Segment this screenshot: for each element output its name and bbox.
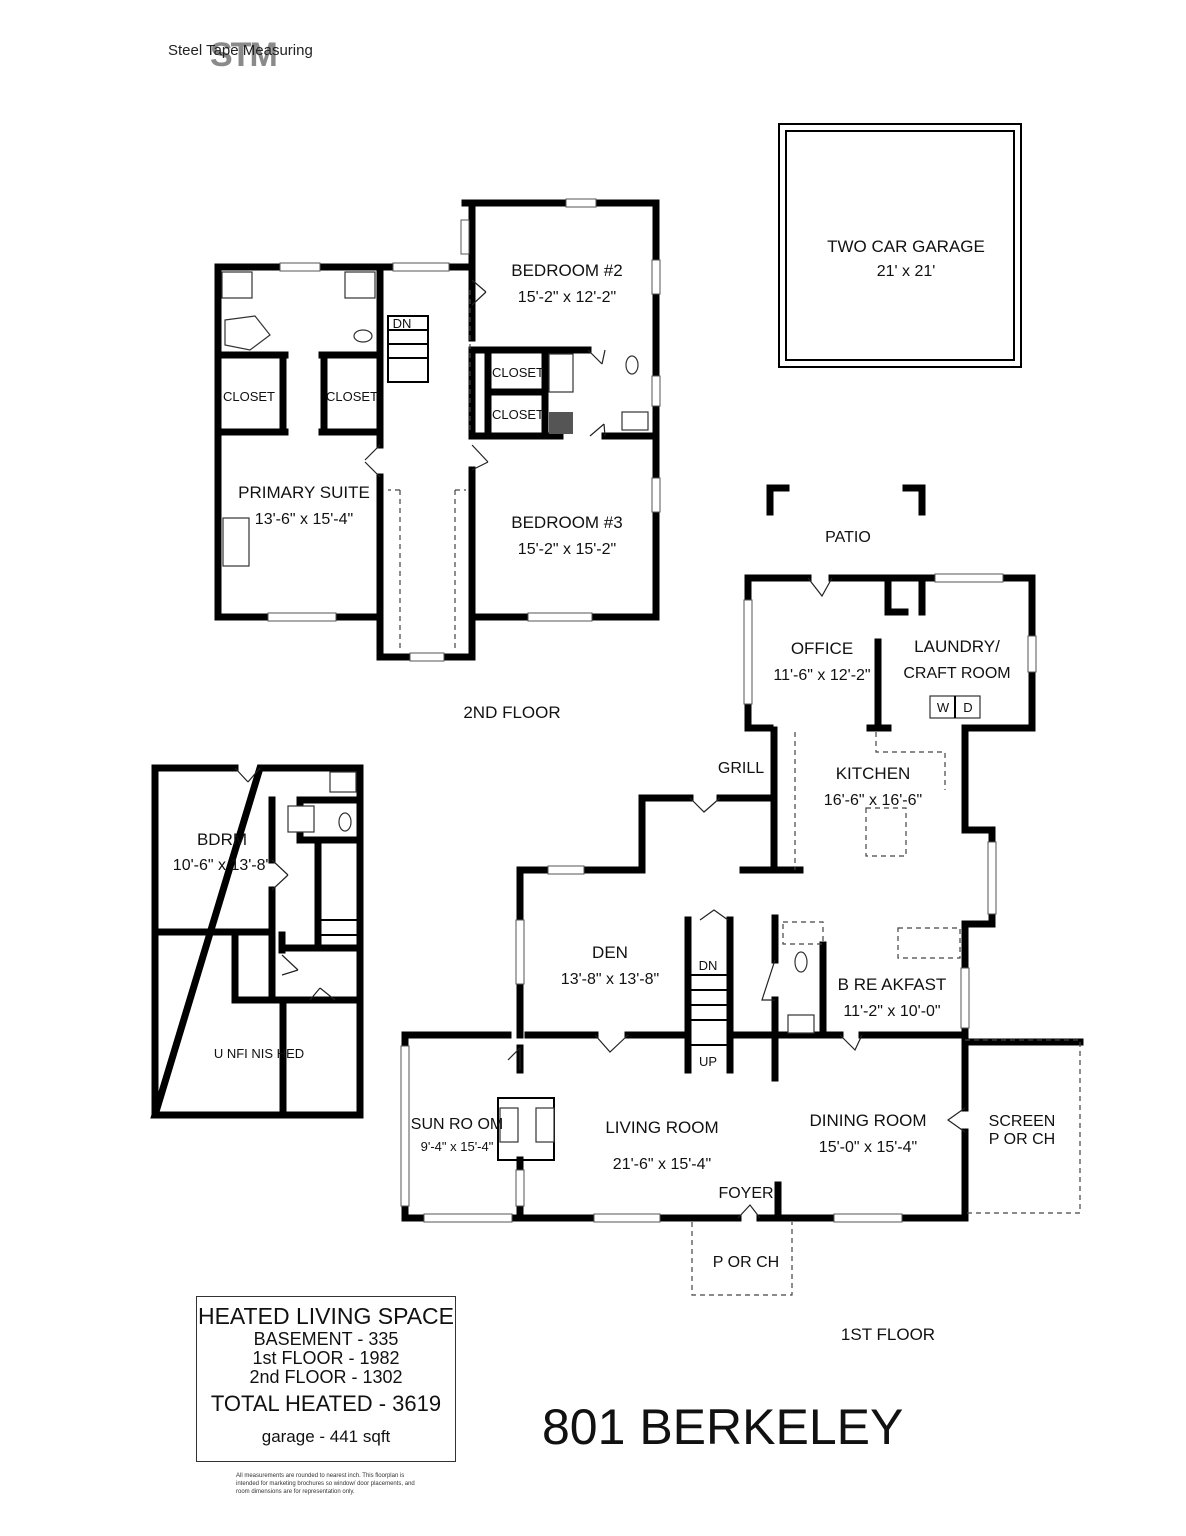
property-address: 801 BERKELEY bbox=[542, 1399, 904, 1455]
second-floor-windows bbox=[267, 198, 661, 662]
disclaimer-text: All measurements are rounded to nearest … bbox=[236, 1473, 415, 1495]
bedroom2-dim: 15'-2" x 12'-2" bbox=[518, 289, 616, 306]
den-label: DEN bbox=[592, 943, 628, 962]
living-room-label: LIVING ROOM bbox=[605, 1118, 718, 1137]
laundry-label: LAUNDRY/ bbox=[914, 637, 1000, 656]
bedroom2-label: BEDROOM #2 bbox=[511, 261, 622, 280]
patio-label: PATIO bbox=[825, 529, 871, 546]
basement-bdrm-label: BDRM bbox=[197, 830, 247, 849]
first-floor-dashed bbox=[691, 732, 1081, 1296]
sunroom-dim: 9'-4" x 15'-4" bbox=[421, 1139, 494, 1154]
screen-porch-label-line2: P OR CH bbox=[989, 1131, 1055, 1148]
garage-dim: 21' x 21' bbox=[877, 263, 936, 280]
closet-label: CLOSET bbox=[492, 407, 544, 422]
stair-down-label: DN bbox=[393, 316, 412, 331]
legend-total: TOTAL HEATED - 3619 bbox=[210, 1391, 442, 1416]
garage-label: TWO CAR GARAGE bbox=[827, 237, 985, 256]
second-floor-fixtures bbox=[221, 271, 649, 567]
bedroom3-dim: 15'-2" x 15'-2" bbox=[518, 541, 616, 558]
primary-suite-dim: 13'-6" x 15'-4" bbox=[255, 511, 353, 528]
basement-bdrm-dim: 10'-6" x 13'-8" bbox=[173, 857, 271, 874]
logo-mark: STM bbox=[210, 36, 278, 74]
legend-basement: BASEMENT - 335 bbox=[253, 1329, 399, 1349]
dryer-label: D bbox=[963, 700, 972, 715]
legend-garage: garage - 441 sqft bbox=[261, 1427, 391, 1446]
closet-label: CLOSET bbox=[223, 389, 275, 404]
living-room-dim: 21'-6" x 15'-4" bbox=[613, 1156, 711, 1173]
first-floor-windows bbox=[400, 573, 1037, 1223]
garage-outline bbox=[778, 123, 1022, 368]
unfinished-label: U NFI NIS HED bbox=[214, 1046, 304, 1061]
sunroom-label: SUN RO OM bbox=[411, 1116, 503, 1133]
foyer-label: FOYER bbox=[718, 1185, 773, 1202]
den-dim: 13'-8" x 13'-8" bbox=[561, 971, 659, 988]
kitchen-dim: 16'-6" x 16'-6" bbox=[824, 792, 922, 809]
heated-space-legend: HEATED LIVING SPACE BASEMENT - 335 1st F… bbox=[196, 1296, 456, 1462]
kitchen-label: KITCHEN bbox=[836, 764, 911, 783]
basement-fixtures bbox=[287, 771, 358, 936]
bedroom3-label: BEDROOM #3 bbox=[511, 513, 622, 532]
first-floor-label: 1ST FLOOR bbox=[841, 1325, 935, 1344]
closet-label: CLOSET bbox=[492, 365, 544, 380]
office-label: OFFICE bbox=[791, 639, 853, 658]
porch-label: P OR CH bbox=[713, 1254, 779, 1271]
patio-markers bbox=[766, 484, 926, 516]
logo-text: Steel Tape Measuring bbox=[168, 42, 313, 59]
breakfast-label: B RE AKFAST bbox=[838, 975, 947, 994]
closet-label: CLOSET bbox=[326, 389, 378, 404]
second-floor-stair bbox=[387, 290, 471, 650]
second-floor-label: 2ND FLOOR bbox=[463, 703, 560, 722]
dining-room-dim: 15'-0" x 15'-4" bbox=[819, 1139, 917, 1156]
stair-up-label: UP bbox=[699, 1054, 717, 1069]
first-floor-fixtures bbox=[497, 695, 981, 1161]
laundry-label-line2: CRAFT ROOM bbox=[903, 665, 1010, 682]
second-floor-doors bbox=[364, 279, 606, 478]
breakfast-dim: 11'-2" x 10'-0" bbox=[843, 1003, 940, 1020]
basement-doors bbox=[234, 767, 336, 1001]
washer-label: W bbox=[937, 700, 950, 715]
grill-label: GRILL bbox=[718, 760, 764, 777]
dining-room-label: DINING ROOM bbox=[809, 1111, 926, 1130]
office-dim: 11'-6" x 12'-2" bbox=[773, 667, 870, 684]
legend-second-floor: 2nd FLOOR - 1302 bbox=[249, 1367, 403, 1387]
first-floor-doors bbox=[507, 577, 966, 1219]
legend-heading: HEATED LIVING SPACE bbox=[197, 1303, 455, 1329]
second-floor-walls bbox=[214, 199, 660, 661]
primary-suite-label: PRIMARY SUITE bbox=[238, 483, 370, 502]
legend-first-floor: 1st FLOOR - 1982 bbox=[252, 1348, 400, 1368]
basement-walls bbox=[150, 764, 364, 1119]
company-logo: STM Steel Tape Measuring bbox=[150, 36, 350, 74]
stair-down-label: DN bbox=[699, 958, 718, 973]
screen-porch-label: SCREEN bbox=[989, 1113, 1056, 1130]
first-floor-stair bbox=[690, 909, 729, 1046]
